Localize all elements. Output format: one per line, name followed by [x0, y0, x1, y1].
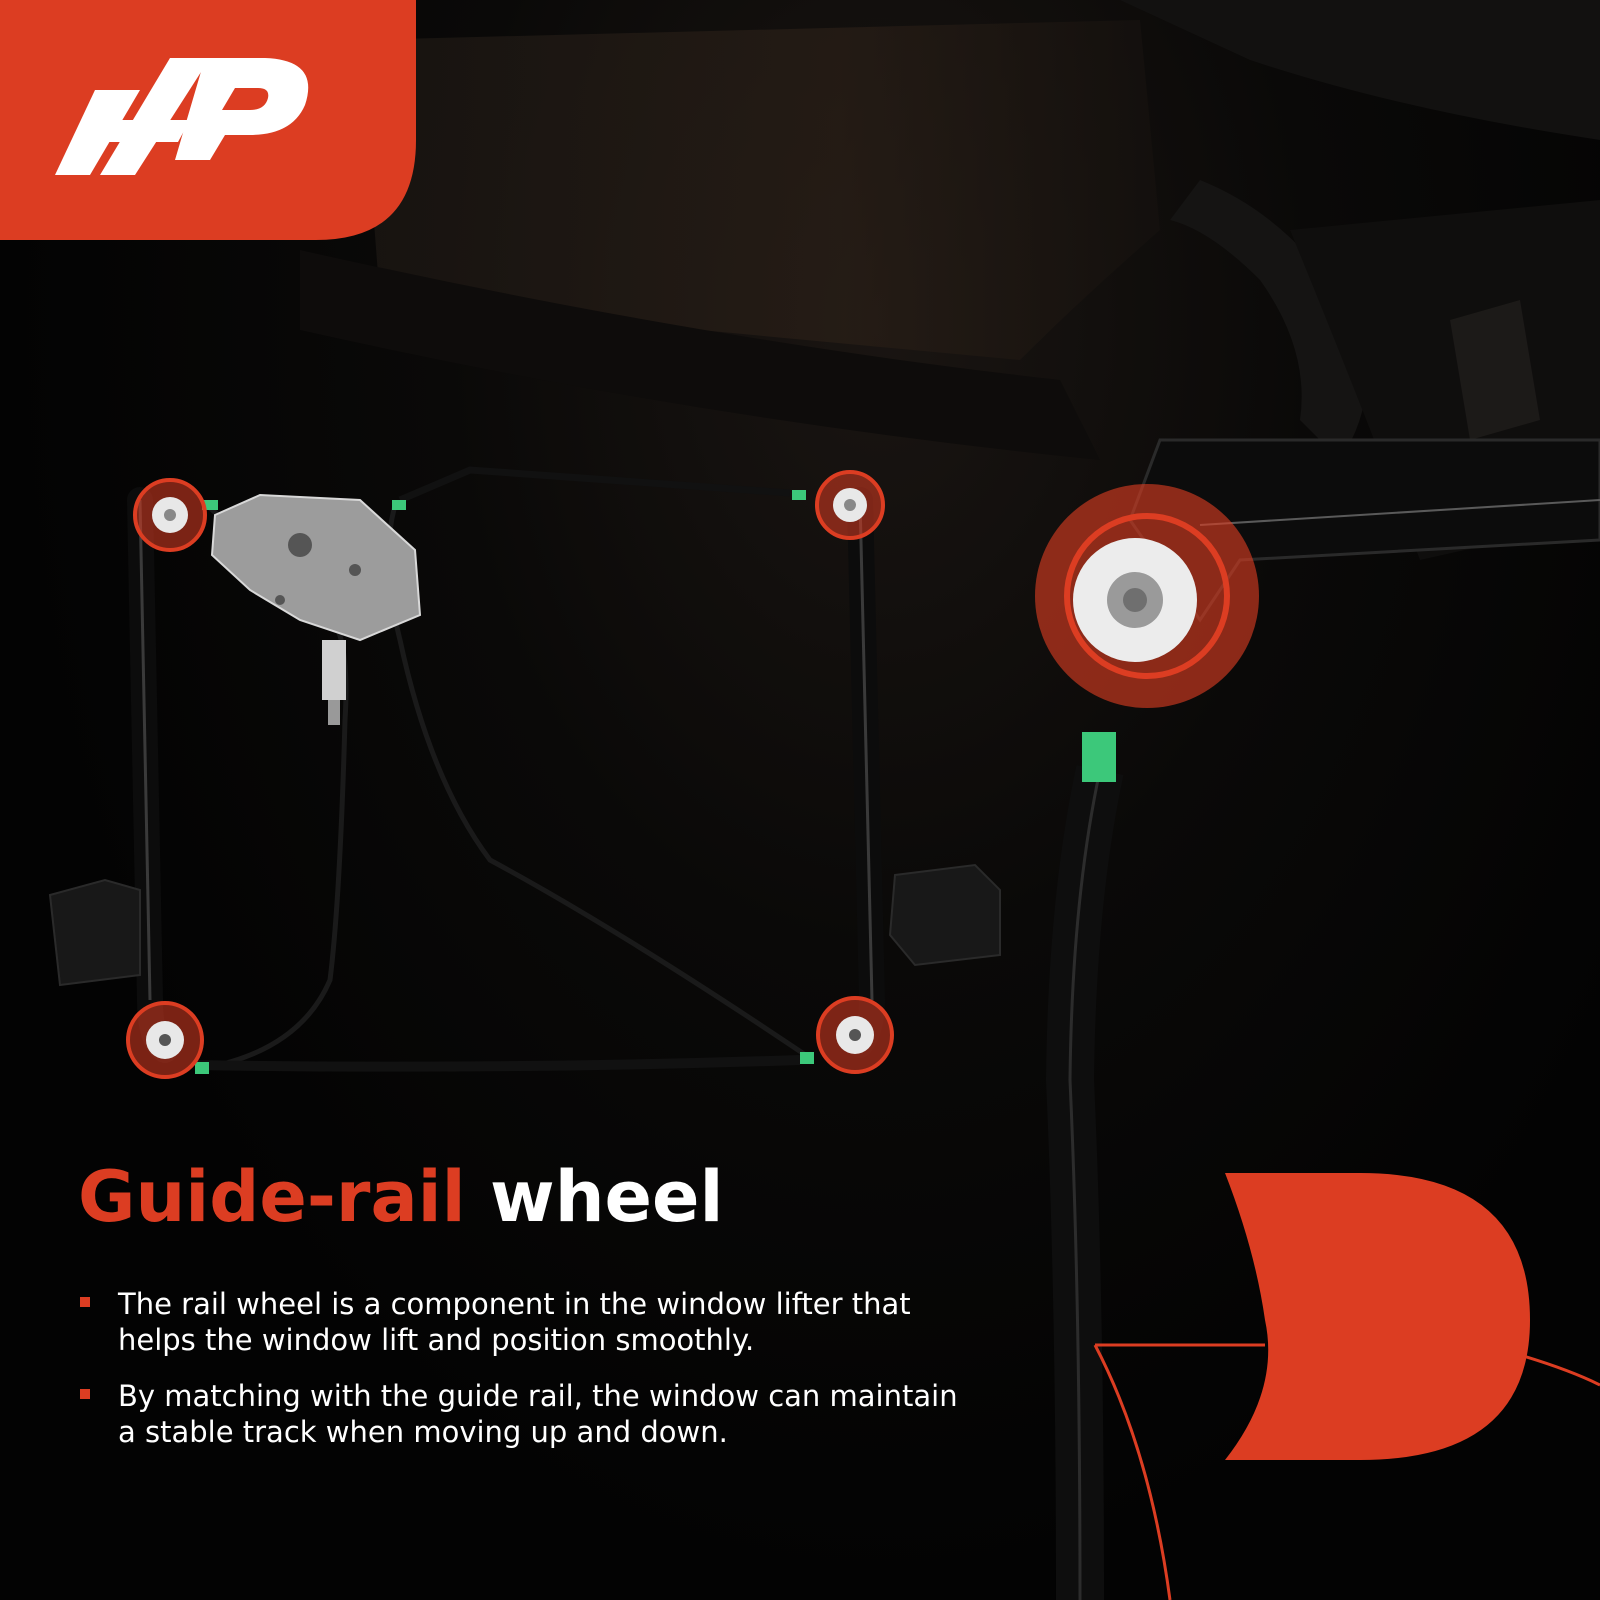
- bullet-item: The rail wheel is a component in the win…: [78, 1286, 958, 1358]
- side-window-shape: [360, 20, 1160, 360]
- closeup-green-clip: [1082, 732, 1116, 782]
- title-accent-word: Guide-rail: [78, 1156, 466, 1238]
- headrest-shape: [1170, 180, 1367, 460]
- bracket-hole-2: [349, 564, 361, 576]
- roof-shape: [1120, 0, 1600, 140]
- closeup-wheel-axle: [1123, 588, 1147, 612]
- d-shape-arc-left: [1093, 1344, 1172, 1600]
- bullet-text: The rail wheel is a component in the win…: [118, 1287, 911, 1357]
- bracket-hole-3: [275, 595, 285, 605]
- right-mounting-bracket: [888, 863, 1001, 967]
- vent-shape: [1450, 300, 1540, 440]
- title-rest-word: wheel: [465, 1156, 724, 1238]
- square-bullet-icon: [80, 1389, 90, 1399]
- door-panel-shape: [300, 250, 1100, 460]
- green-clip-bracket: [392, 500, 406, 510]
- closeup-rail-cable-line: [1199, 499, 1600, 526]
- rail-wheel-bottom-left: [126, 1001, 204, 1079]
- d-shape-fill: [1225, 1173, 1530, 1460]
- tensioner-spring: [322, 640, 346, 700]
- green-clip-bottom-right: [800, 1052, 814, 1064]
- closeup-cable-highlight: [1068, 769, 1102, 1600]
- bracket-hole-1: [288, 533, 312, 557]
- glass-carrier-bracket: [210, 493, 422, 642]
- cable-top: [398, 466, 791, 504]
- cable-bottom: [194, 1055, 801, 1072]
- brand-logo-badge: [0, 0, 416, 240]
- green-clip-top-right: [792, 490, 806, 500]
- green-clip-top-left: [202, 500, 218, 510]
- green-clip-bottom-left: [195, 1062, 209, 1074]
- left-rail-highlight: [138, 499, 152, 1001]
- rail-wheel-bottom-right: [816, 996, 894, 1074]
- d-shape-arc-right: [1519, 1353, 1600, 1387]
- bullet-item: By matching with the guide rail, the win…: [78, 1378, 958, 1450]
- ap-logo-icon: [55, 58, 309, 175]
- rail-wheel-top-left: [133, 478, 207, 552]
- tensioner-end: [328, 700, 340, 725]
- closeup-highlight-ring: [1064, 513, 1230, 679]
- page-title: Guide-rail wheel: [78, 1162, 724, 1232]
- left-mounting-bracket: [48, 878, 141, 987]
- square-bullet-icon: [80, 1297, 90, 1307]
- rail-wheel-top-right: [815, 470, 885, 540]
- bullet-text: By matching with the guide rail, the win…: [118, 1379, 958, 1449]
- feature-bullet-list: The rail wheel is a component in the win…: [78, 1286, 958, 1470]
- right-rail-highlight: [858, 499, 874, 1001]
